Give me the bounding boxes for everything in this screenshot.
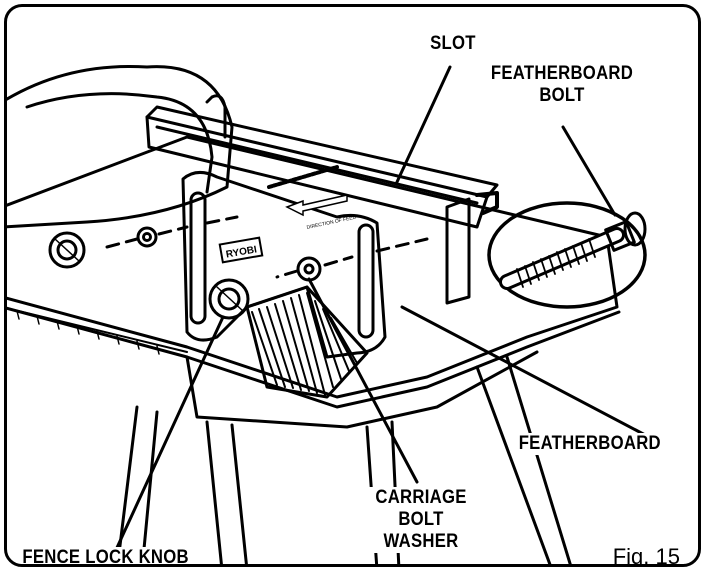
table-apron: [185, 350, 539, 429]
leader-lines: [113, 65, 651, 554]
splitter: [205, 94, 227, 139]
featherboard-fingers: [251, 292, 358, 396]
label-carriage-bolt-washer: CARRIAGE BOLT WASHER: [366, 487, 476, 553]
ryobi-brand-plate: RYOBI: [218, 236, 264, 264]
alignment-dash-1: [105, 215, 239, 249]
saw-table-top: [7, 135, 619, 399]
label-slot: SLOT: [428, 33, 478, 55]
slot-end-arrow: [475, 191, 499, 215]
table-leg-right: [475, 355, 572, 564]
svg-text:DIRECTION OF FEED: DIRECTION OF FEED: [306, 214, 357, 230]
rip-scale-ticks: [16, 310, 160, 355]
featherboard-bolt: [499, 211, 647, 290]
featherboard-right-slot: [357, 223, 375, 339]
alignment-dash-2: [275, 237, 429, 279]
fence-face: [445, 197, 471, 305]
figure-frame: RYOBI DIRECTION OF FEED SLOT FEATHERBOAR…: [4, 4, 701, 567]
label-featherboard-bolt: FEATHERBOARD BOLT: [467, 63, 657, 107]
figure-number: Fig. 15: [608, 544, 684, 564]
carriage-bolt-washer: [296, 256, 322, 282]
table-leg-left: [116, 405, 159, 564]
label-fence-lock-knob: FENCE LOCK KNOB: [20, 547, 191, 567]
bolt-detail-oval: [487, 201, 647, 309]
carriage-bolt-in-slot: [267, 165, 339, 189]
featherboard-left-slot: [189, 191, 207, 325]
featherboard-fingers-outline: [245, 285, 369, 399]
ryobi-brand-text: RYOBI: [225, 244, 258, 260]
table-front-edge: [7, 306, 621, 409]
table-saw-illustration: RYOBI DIRECTION OF FEED: [7, 64, 651, 564]
blade-guard-detail: [25, 92, 214, 194]
fence-rail: [145, 105, 499, 199]
blade-guard: [7, 64, 234, 229]
label-featherboard: FEATHERBOARD: [516, 433, 663, 455]
left-washer: [136, 226, 158, 248]
fence-rail-slot: [155, 125, 479, 205]
rip-scale: [7, 307, 188, 353]
table-leg-center: [205, 420, 248, 564]
fence-lock-knob: [208, 278, 250, 320]
left-fence-lock-knob: [48, 231, 86, 269]
featherboard-body: [181, 171, 387, 359]
